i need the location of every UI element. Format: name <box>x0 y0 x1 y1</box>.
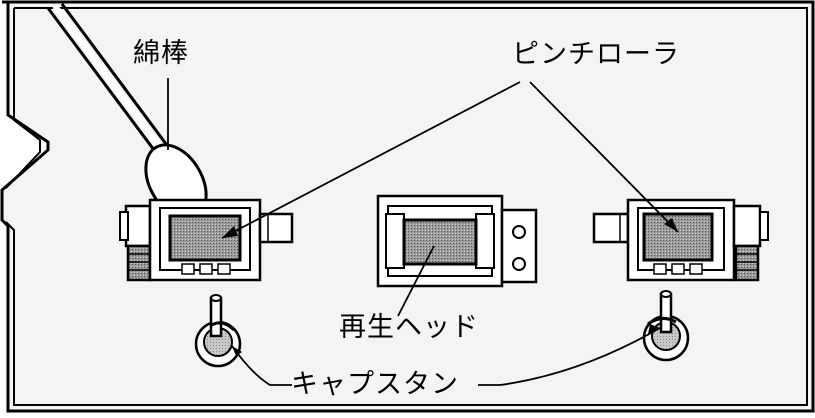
leader-pinch-left <box>221 81 521 239</box>
leader-lines <box>167 78 679 386</box>
label-cotton-swab: 綿棒 <box>133 38 189 69</box>
label-playback-head: 再生ヘッド <box>339 312 479 343</box>
label-pinch-roller: ピンチローラ <box>512 39 680 70</box>
left-pinch-roller-assembly <box>119 198 294 282</box>
leader-pinch-right <box>529 81 679 233</box>
label-capstan: キャプスタン <box>291 369 459 400</box>
playback-head-assembly <box>376 194 538 288</box>
leader-capstan-right <box>478 327 661 386</box>
left-capstan <box>194 294 242 368</box>
right-pinch-roller-assembly <box>592 198 769 282</box>
leader-arrowheads <box>222 218 678 356</box>
leader-playback-head <box>397 245 435 317</box>
